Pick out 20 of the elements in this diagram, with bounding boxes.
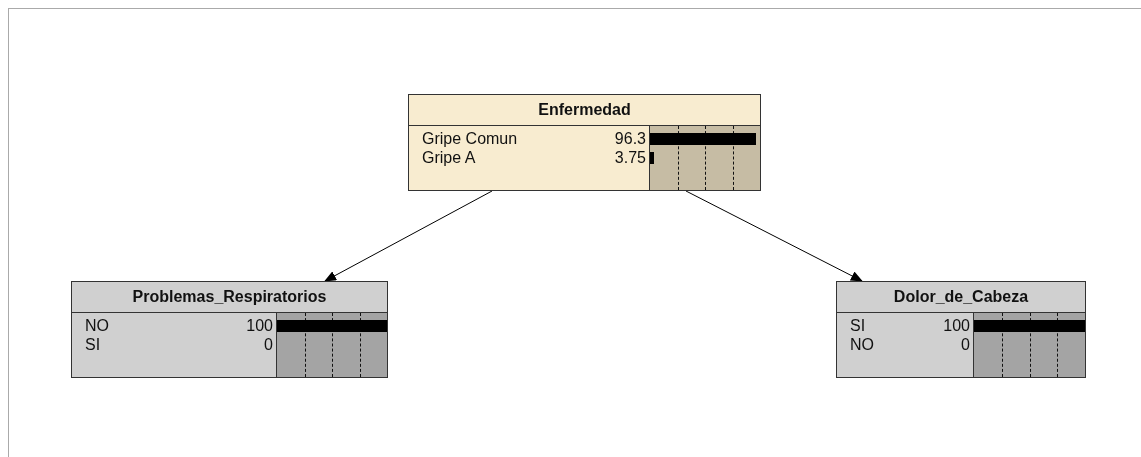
state-name: SI [850,317,866,334]
node-box [836,281,1086,378]
state-name: NO [850,336,874,353]
state-name: SI [85,336,101,353]
state-name: Gripe A [422,149,476,166]
state-name: Gripe Comun [422,130,518,147]
node-title: Problemas_Respiratorios [132,289,327,305]
arrow [324,190,493,282]
probability-value: 3.75 [614,149,646,166]
node-title: Dolor_de_Cabeza [893,289,1029,305]
probability-value: 100 [943,317,970,334]
probability-value: 96.3 [614,130,646,147]
node-box [408,94,761,191]
probability-value: 0 [264,336,273,353]
probability-value: 0 [961,336,970,353]
arrow [685,190,863,282]
probability-value: 100 [246,317,273,334]
state-name: NO [85,317,109,334]
node-title: Enfermedad [538,102,631,118]
node-box [71,281,388,378]
